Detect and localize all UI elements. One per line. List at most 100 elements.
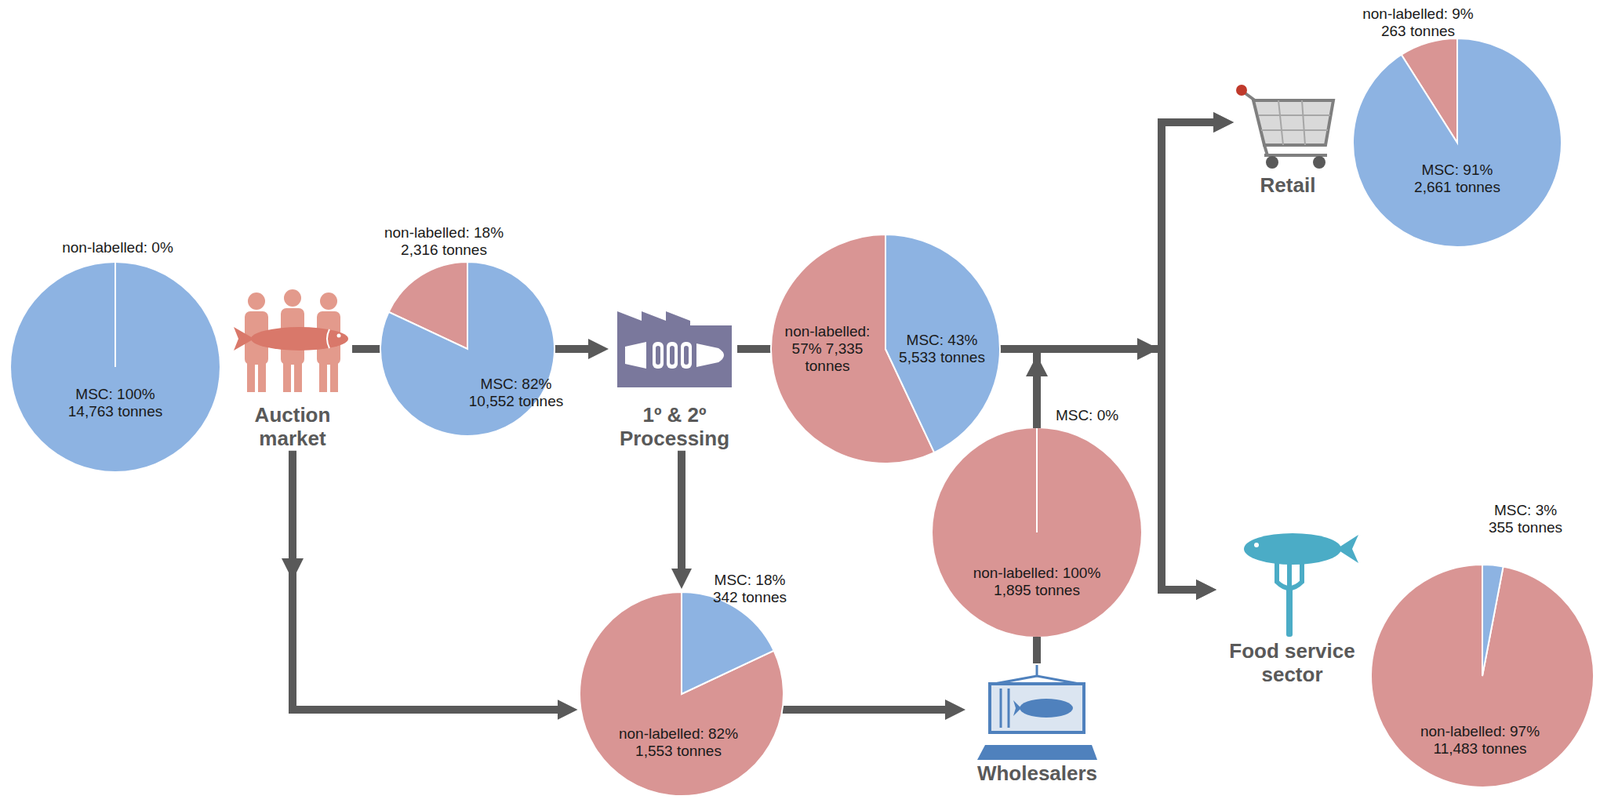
- pie-value-label: non-labelled: 97% 11,483 tonnes: [1413, 723, 1547, 758]
- pie-slice: [932, 428, 1142, 637]
- retail-cart-icon-part: [1265, 156, 1279, 169]
- flow-arrow: [1000, 122, 1219, 350]
- retail-node: Retail: [1236, 81, 1339, 198]
- processing-node: 1º & 2º Processing: [611, 311, 738, 451]
- wholesaler-container-icon-part: [1007, 688, 1011, 728]
- auction-icon-part: [247, 362, 255, 393]
- pie-value-label: non-labelled: 57% 7,335 tonnes: [777, 323, 878, 375]
- food-service-icon: [1243, 533, 1359, 637]
- pie-divider: [114, 262, 117, 368]
- wholesalers-node: Wholesalers: [968, 663, 1106, 786]
- food-service-icon-part: [1336, 534, 1359, 564]
- pie-slice: [681, 592, 775, 695]
- wholesaler-container-icon-part: [977, 745, 1098, 760]
- pie-value-label: MSC: 43% 5,533 tonnes: [894, 331, 990, 367]
- auction-icon: [233, 289, 349, 393]
- pie-value-label: non-labelled: 82% 1,553 tonnes: [611, 725, 746, 760]
- pie-chart: non-labelled: 9% 263 tonnesMSC: 91% 2,66…: [1352, 38, 1562, 248]
- retail-cart-icon-part: [1312, 156, 1326, 169]
- flow-arrow: [737, 345, 771, 353]
- pie-value-label: MSC: 91% 2,661 tonnes: [1406, 161, 1509, 197]
- pie-value-label: MSC: 3% 355 tonnes: [1484, 501, 1568, 537]
- processing-icon-part: [696, 343, 724, 368]
- flow-arrow: [292, 450, 563, 710]
- stage-label: Retail: [1236, 174, 1339, 198]
- pie-slice: [885, 234, 1000, 453]
- wholesaler-container-icon: [977, 665, 1098, 760]
- retail-cart-icon-part: [1261, 129, 1328, 131]
- pie-shape: [1352, 38, 1562, 248]
- pie-shape: [10, 262, 220, 472]
- wholesaler-container-icon-part: [1036, 665, 1039, 677]
- wholesaler-container-icon-part: [1019, 698, 1073, 718]
- processing-icon-part: [669, 345, 675, 365]
- pie-chart: non-labelled: 18% 2,316 tonnesMSC: 82% 1…: [380, 261, 555, 437]
- stage-label: Wholesalers: [968, 762, 1106, 786]
- retail-cart-icon-part: [1278, 100, 1284, 146]
- processing-icon-part: [617, 325, 732, 388]
- retail-cart-icon-part: [1236, 84, 1248, 96]
- pie-value-label: non-labelled: 0%: [61, 239, 174, 257]
- retail-cart-icon-part: [1301, 100, 1306, 146]
- pie-slice: [380, 261, 555, 437]
- pie-value-label: MSC: 100% 14,763 tonnes: [60, 385, 171, 421]
- retail-cart-icon-part: [1253, 100, 1334, 146]
- auction-icon-part: [247, 292, 266, 310]
- processing-icon-part: [680, 341, 692, 369]
- auction-icon-part: [330, 362, 339, 393]
- flow-arrow: [1032, 636, 1041, 664]
- food-service-icon-part: [1276, 561, 1302, 589]
- auction-icon-part: [319, 362, 328, 393]
- auction-icon-part: [294, 362, 302, 393]
- processing-icon-part: [655, 345, 661, 365]
- auction-icon-part: [233, 327, 255, 351]
- pie-slice: [10, 262, 220, 472]
- pie-slice: [1482, 564, 1504, 677]
- processing-icon: [617, 311, 732, 388]
- food-service-node: Food service sector: [1219, 530, 1365, 688]
- auction-icon-part: [327, 329, 330, 349]
- wholesaler-container-icon-part: [1013, 700, 1022, 717]
- stage-label: Food service sector: [1219, 640, 1365, 688]
- wholesaler-container-icon-part: [989, 683, 1084, 733]
- processing-icon-part: [617, 311, 691, 326]
- retail-cart-icon-part: [1258, 114, 1331, 117]
- auction-icon-part: [283, 362, 291, 393]
- pie-value-label: non-labelled: 18% 2,316 tonnes: [377, 224, 511, 259]
- flow-arrow: [554, 345, 593, 353]
- pie-shape: [380, 261, 555, 437]
- pie-slice: [579, 592, 784, 797]
- processing-icon-part: [683, 345, 689, 365]
- auction-icon-part: [320, 292, 338, 310]
- processing-icon-part: [652, 341, 664, 369]
- auction-icon-part: [283, 289, 302, 307]
- pie-chart: non-labelled: 0%MSC: 100% 14,763 tonnes: [10, 262, 220, 472]
- pie-value-label: non-labelled: 100% 1,895 tonnes: [968, 564, 1106, 600]
- retail-cart-icon: [1236, 84, 1334, 169]
- pie-value-label: MSC: 18% 342 tonnes: [706, 571, 793, 607]
- flow-arrow: [1036, 122, 1219, 429]
- food-service-icon-part: [1286, 586, 1293, 637]
- flow-arrow: [677, 450, 686, 574]
- flow-arrow: [352, 345, 381, 353]
- pie-chart: MSC: 18% 342 tonnesnon-labelled: 82% 1,5…: [579, 592, 784, 797]
- processing-icon-part: [625, 341, 647, 369]
- pie-shape: [579, 592, 784, 797]
- food-service-icon-part: [1254, 542, 1259, 548]
- pie-value-label: non-labelled: 9% 263 tonnes: [1353, 5, 1484, 40]
- pie-chart: MSC: 0%non-labelled: 100% 1,895 tonnes: [932, 428, 1142, 637]
- pie-shape: [932, 428, 1142, 637]
- food-service-icon-part: [1287, 561, 1292, 587]
- pie-slice: [1352, 38, 1562, 248]
- auction-icon-part: [258, 362, 266, 393]
- flow-arrow: [782, 705, 951, 714]
- pie-slice: [1370, 564, 1594, 788]
- processing-icon-part: [666, 341, 678, 369]
- auction-icon-part: [250, 327, 349, 351]
- pie-value-label: MSC: 82% 10,552 tonnes: [463, 375, 570, 411]
- auction-icon-part: [337, 334, 342, 339]
- stage-label: Auction market: [232, 403, 353, 451]
- pie-value-label: MSC: 0%: [1055, 407, 1119, 425]
- pie-chart: MSC: 3% 355 tonnesnon-labelled: 97% 11,4…: [1370, 564, 1594, 788]
